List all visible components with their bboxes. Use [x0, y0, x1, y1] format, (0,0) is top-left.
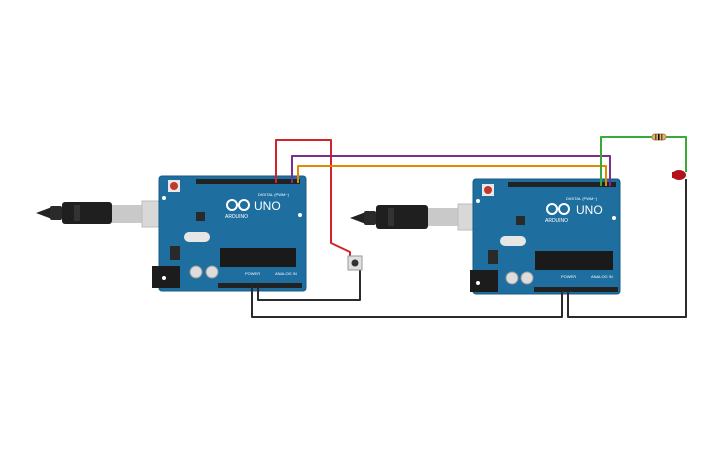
arduino-infinity-logo	[546, 203, 570, 215]
wire-black-gnd-1[interactable]	[251, 287, 563, 318]
uno-logo-text: UNO	[576, 203, 603, 217]
uno-logo-text: UNO	[254, 199, 281, 213]
digital-label: DIGITAL (PWM~)	[566, 196, 598, 201]
wire-green[interactable]	[600, 136, 652, 186]
arduino-uno-board-1[interactable]: UNO ARDUINO DIGITAL (PWM~) POWER ANALOG …	[152, 175, 307, 292]
pushbutton[interactable]	[347, 255, 363, 271]
wire-red[interactable]	[275, 139, 351, 261]
wire-purple[interactable]	[291, 155, 611, 186]
resistor[interactable]	[651, 133, 667, 141]
wire-black-gnd-2[interactable]	[257, 270, 361, 301]
arduino-brand-text: ARDUINO	[225, 214, 248, 220]
led[interactable]	[672, 170, 686, 180]
analog-label: ANALOG IN	[275, 271, 297, 276]
power-label: POWER	[561, 274, 576, 279]
arduino-infinity-logo	[226, 199, 250, 211]
usb-cable-2[interactable]	[350, 203, 495, 231]
wire-black-led[interactable]	[567, 179, 687, 318]
wire-orange[interactable]	[297, 165, 607, 186]
arduino-uno-board-2[interactable]: UNO ARDUINO DIGITAL (PWM~) POWER ANALOG …	[470, 178, 621, 295]
power-label: POWER	[245, 271, 260, 276]
arduino-brand-text: ARDUINO	[545, 218, 568, 224]
wire-green-led[interactable]	[666, 136, 687, 172]
digital-label: DIGITAL (PWM~)	[258, 192, 290, 197]
analog-label: ANALOG IN	[591, 274, 613, 279]
usb-cable-1[interactable]	[36, 200, 181, 228]
